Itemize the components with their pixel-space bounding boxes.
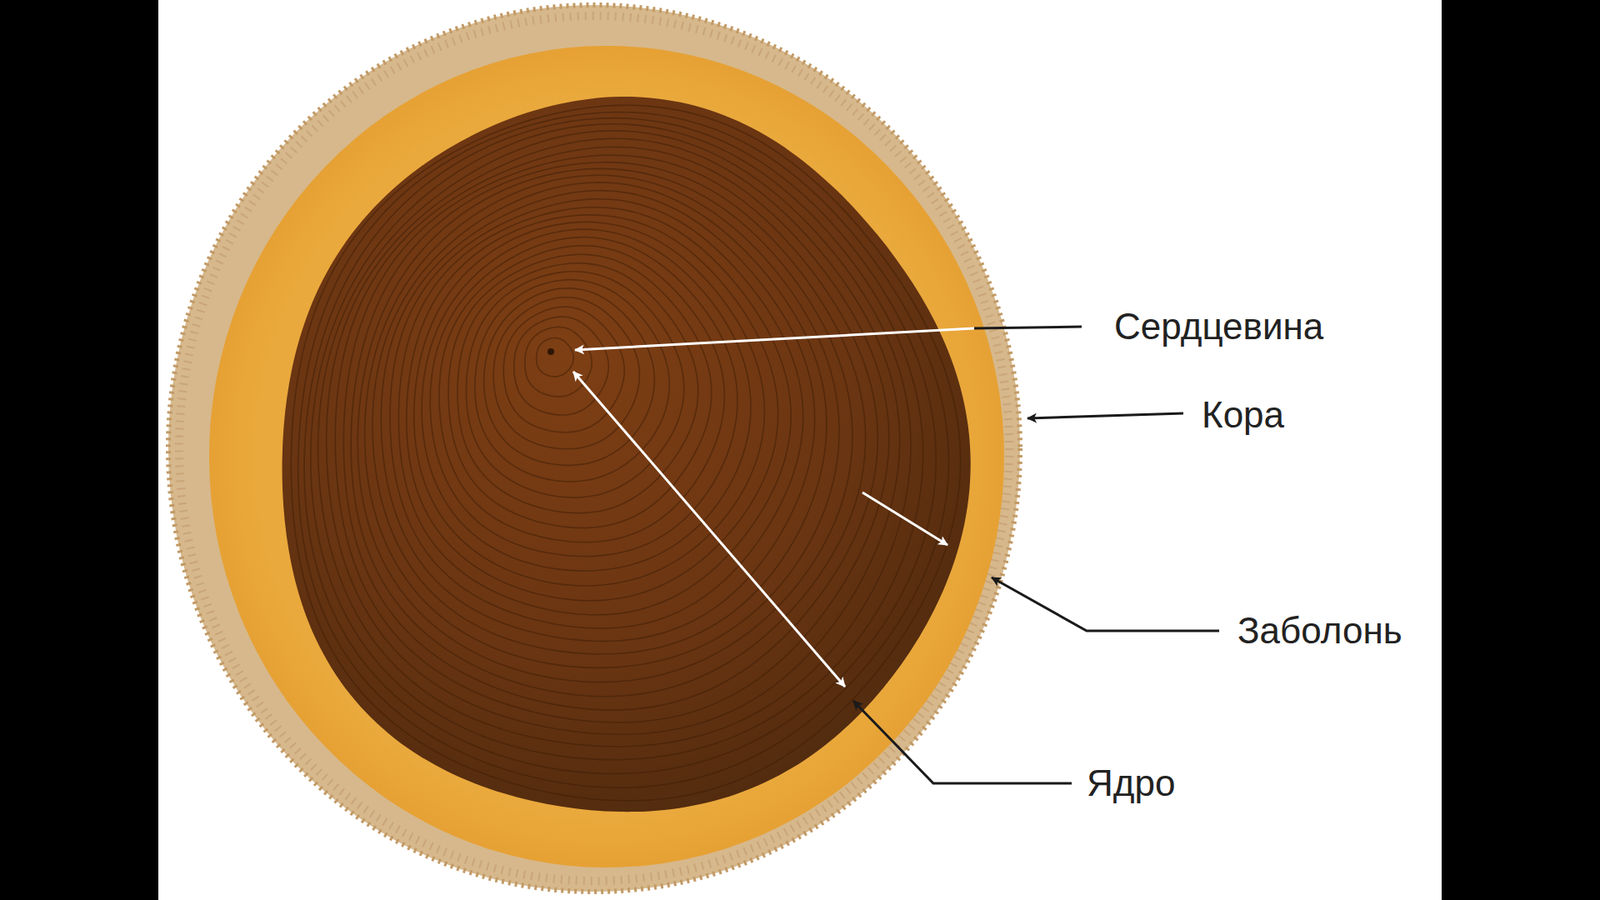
leader-arrow <box>853 700 1072 784</box>
sapwood <box>209 45 1005 868</box>
leader-lines <box>573 326 1220 784</box>
pith-dot <box>547 348 555 355</box>
leader-arrow <box>575 328 975 350</box>
growth-ring <box>503 306 625 433</box>
growth-ring <box>475 280 670 482</box>
heartwood-area <box>282 96 971 812</box>
growth-ring <box>326 138 900 735</box>
part-label: Сердцевина <box>1114 305 1324 349</box>
dimension-arrow <box>573 371 845 687</box>
growth-ring <box>390 199 804 629</box>
growth-ring <box>525 326 592 397</box>
growth-ring <box>365 175 840 668</box>
side-band <box>1441 0 1600 900</box>
growth-ring <box>290 105 960 801</box>
growth-ring <box>398 207 791 615</box>
dimension-arrow <box>862 492 948 545</box>
part-label: Заболонь <box>1237 609 1403 653</box>
bark-texture <box>179 15 1010 881</box>
growth-ring <box>380 190 815 642</box>
growth-ring <box>536 338 575 377</box>
leader-arrow <box>991 577 1220 631</box>
heartwood <box>282 96 971 812</box>
growth-ring <box>484 288 655 465</box>
leader-line <box>974 326 1082 329</box>
bark <box>168 5 1020 892</box>
growth-ring <box>310 124 924 760</box>
part-label: Кора <box>1201 393 1285 437</box>
leader-arrow <box>1027 413 1184 419</box>
growth-ring <box>318 130 911 747</box>
growth-ring <box>304 118 936 775</box>
part-label: Ядро <box>1086 761 1175 805</box>
growth-ring <box>372 182 827 655</box>
growth-ring <box>514 316 609 415</box>
growth-ring <box>298 112 950 789</box>
growth-ring <box>493 297 640 450</box>
growth-ring <box>335 146 890 723</box>
side-band <box>0 0 159 900</box>
